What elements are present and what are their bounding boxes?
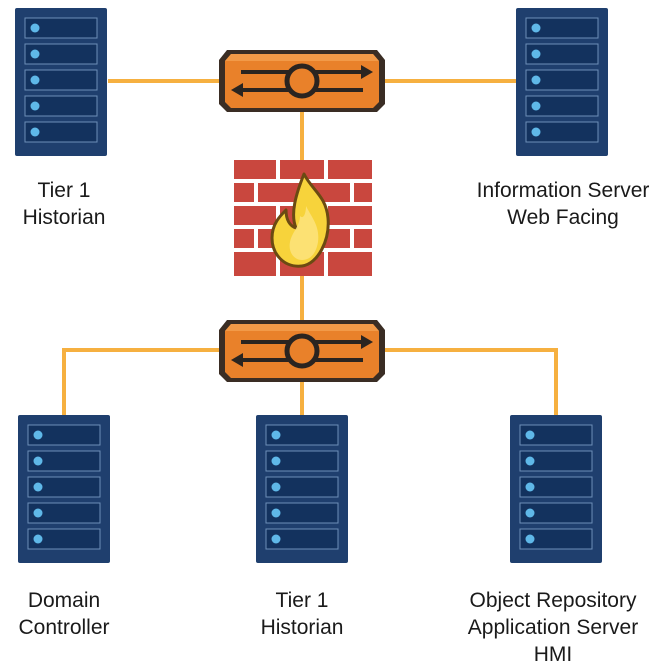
label-line: Controller [18,616,110,639]
server-rack-icon-object-repository [509,414,603,564]
link-bottom-left [62,348,220,415]
label-line: Information Server [476,179,650,202]
label-information-server: Information Server Web Facing [452,177,664,231]
label-line: HMI [533,643,573,666]
network-switch-icon-bottom [219,320,385,382]
label-line: Historian [260,616,344,639]
server-rack-icon-tier1-historian-top [14,7,108,157]
label-object-repository: Object Repository Application Server HMI [444,587,662,668]
label-tier1-historian-top: Tier 1 Historian [2,177,126,231]
label-line: Historian [22,206,106,229]
label-line: Tier 1 [275,589,329,612]
label-line: Domain [27,589,101,612]
label-line: Application Server [467,616,639,639]
label-domain-controller: Domain Controller [2,587,126,641]
label-line: Tier 1 [37,179,91,202]
label-line: Web Facing [507,206,619,229]
label-line: Object Repository [469,589,637,612]
network-switch-icon-top [219,50,385,112]
server-rack-icon-tier1-historian-bottom [255,414,349,564]
label-tier1-historian-bottom: Tier 1 Historian [240,587,364,641]
firewall-icon [234,160,372,276]
connection-lines [62,79,558,415]
server-rack-icon-domain-controller [17,414,111,564]
server-rack-icon-information-server [515,7,609,157]
link-bottom-right [385,348,558,415]
